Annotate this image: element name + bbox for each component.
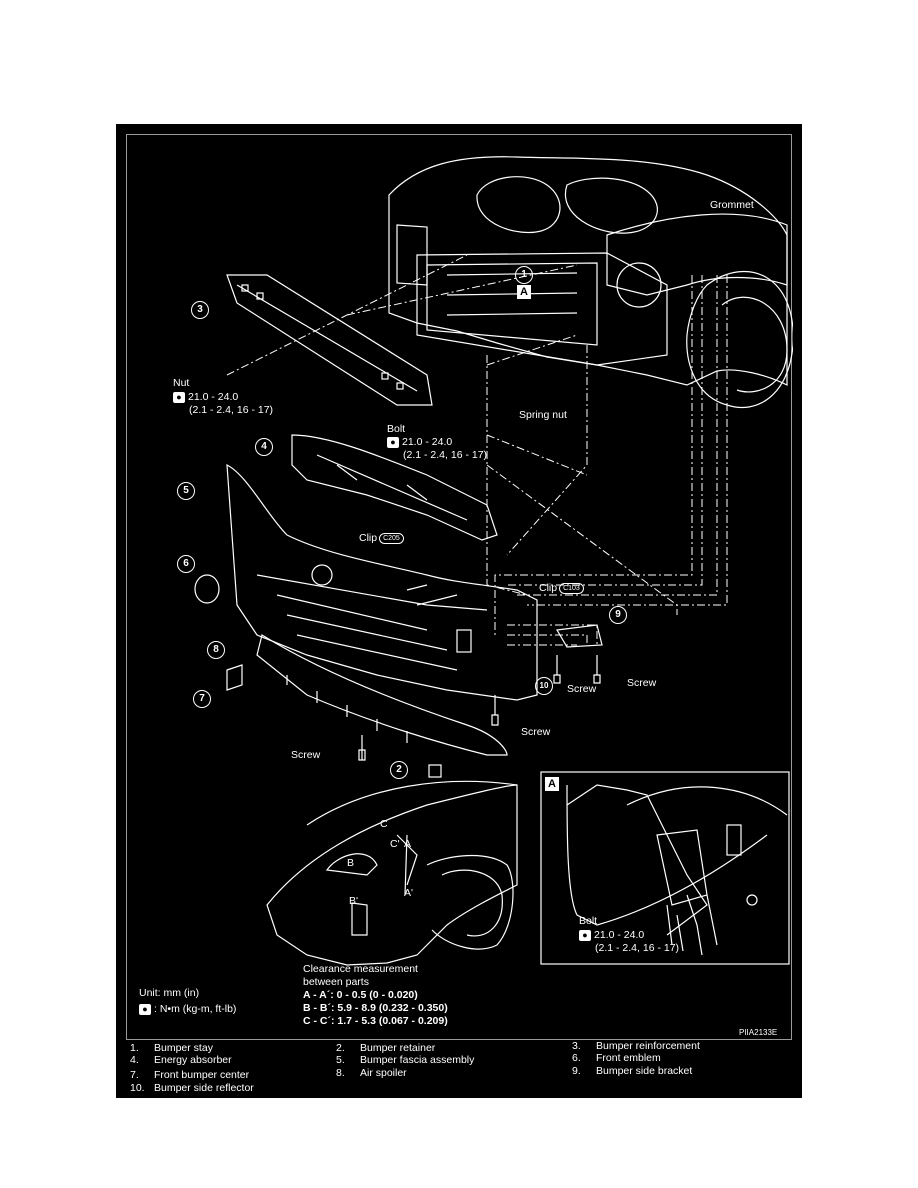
- point-c: C: [380, 818, 388, 830]
- legend-item-9: 9.Bumper side bracket: [572, 1065, 693, 1077]
- callout-8: 8: [207, 641, 225, 659]
- clearance-title-1: Clearance measurement: [303, 963, 418, 975]
- label-screw-2: Screw: [567, 683, 597, 695]
- torque-wrench-icon: ●: [139, 1003, 151, 1015]
- clip-code: C205: [379, 532, 404, 544]
- clearance-row-c: C - C´: 1.7 - 5.3 (0.067 - 0.209): [303, 1015, 448, 1027]
- figure-code: PIIA2133E: [739, 1028, 778, 1037]
- callout-2: 2: [390, 761, 408, 779]
- torque-bolt-alt: (2.1 - 2.4, 16 - 17): [403, 449, 488, 461]
- torque-inset-value: 21.0 - 24.0: [594, 929, 645, 941]
- label-spring-nut: Spring nut: [519, 409, 567, 421]
- point-c-prime: C': [390, 838, 400, 850]
- diagram-frame: 1 A 3 4 5 6 8 7 9 10 2 Grommet Spring nu…: [116, 124, 802, 1098]
- right-fender: [606, 213, 788, 296]
- point-b: B: [347, 857, 355, 869]
- label-screw-3: Screw: [521, 726, 551, 738]
- front-emblem-drawing: [194, 574, 220, 604]
- point-b-prime: B': [349, 895, 359, 907]
- torque-nut: ●21.0 - 24.0 (2.1 - 2.4, 16 - 17): [173, 391, 273, 417]
- callout-5: 5: [177, 482, 195, 500]
- diagram-panel: 1 A 3 4 5 6 8 7 9 10 2 Grommet Spring nu…: [126, 134, 793, 1040]
- callout-6: 6: [177, 555, 195, 573]
- torque-unit-note: ●: N•m (kg-m, ft-lb): [139, 1003, 236, 1016]
- label-bolt: Bolt: [387, 423, 406, 435]
- label-bolt-inset: Bolt: [579, 915, 598, 927]
- torque-inset-alt: (2.1 - 2.4, 16 - 17): [595, 942, 680, 954]
- bumper-side-bracket: [556, 624, 603, 648]
- label-screw-4: Screw: [291, 749, 321, 761]
- callout-4: 4: [255, 438, 273, 456]
- point-a: A: [404, 838, 412, 850]
- callout-9: 9: [609, 606, 627, 624]
- radiator-core-support: [416, 252, 668, 366]
- legend-item-7: 7.Front bumper center: [130, 1069, 250, 1081]
- point-a-prime: A': [404, 887, 414, 899]
- torque-bolt-value: 21.0 - 24.0: [402, 436, 453, 448]
- torque-nut-alt: (2.1 - 2.4, 16 - 17): [189, 404, 274, 416]
- clearance-row-b: B - B´: 5.9 - 8.9 (0.232 - 0.350): [303, 1002, 448, 1014]
- bumper-reinforcement: [226, 274, 433, 406]
- legend-item-4: 4.Energy absorber: [130, 1054, 232, 1066]
- energy-absorber: [291, 434, 498, 541]
- clip-text: Clip: [359, 532, 378, 544]
- torque-wrench-icon: ●: [579, 929, 591, 941]
- callout-7: 7: [193, 690, 211, 708]
- right-wheel: [686, 270, 793, 409]
- air-spoiler: [256, 634, 508, 756]
- torque-wrench-icon: ●: [173, 391, 185, 403]
- clip-code: C103: [559, 582, 584, 594]
- label-grommet: Grommet: [710, 199, 754, 211]
- torque-unit-text: : N•m (kg-m, ft-lb): [154, 1003, 237, 1015]
- clearance-title-2: between parts: [303, 976, 369, 988]
- clearance-block: Clearance measurement between parts A - …: [303, 963, 448, 1028]
- callout-10: 10: [535, 677, 553, 695]
- label-screw-1: Screw: [627, 677, 657, 689]
- torque-nut-value: 21.0 - 24.0: [188, 391, 239, 403]
- legend-item-1: 1.Bumper stay: [130, 1042, 213, 1054]
- legend-item-5: 5.Bumper fascia assembly: [336, 1054, 475, 1066]
- bumper-retainer-drawing: [428, 764, 442, 778]
- front-bumper-center-drawing: [226, 664, 243, 691]
- exploded-view-drawing: [194, 156, 793, 966]
- legend-item-8: 8.Air spoiler: [336, 1067, 407, 1079]
- unit-note: Unit: mm (in): [139, 987, 200, 999]
- legend-item-2: 2.Bumper retainer: [336, 1042, 436, 1054]
- label-nut: Nut: [173, 377, 190, 389]
- torque-bolt: ●21.0 - 24.0 (2.1 - 2.4, 16 - 17): [387, 436, 487, 462]
- inset-view-letter: A: [545, 777, 559, 791]
- inset-view-a: [540, 771, 790, 965]
- torque-wrench-icon: ●: [387, 436, 399, 448]
- clearance-row-a: A - A´: 0 - 0.5 (0 - 0.020): [303, 989, 418, 1001]
- callout-3: 3: [191, 301, 209, 319]
- legend-item-6: 6.Front emblem: [572, 1052, 661, 1064]
- parts-legend: 1.Bumper stay 2.Bumper retainer 3.Bumper…: [130, 1040, 790, 1096]
- callout-1: 1: [515, 266, 533, 284]
- clip-text: Clip: [539, 582, 558, 594]
- torque-inset: ●21.0 - 24.0 (2.1 - 2.4, 16 - 17): [579, 929, 679, 955]
- engine-bay-outline: [388, 156, 788, 386]
- legend-item-10: 10.Bumper side reflector: [130, 1082, 254, 1094]
- car-front-view: [266, 784, 518, 966]
- legend-item-3: 3.Bumper reinforcement: [572, 1040, 700, 1052]
- view-a-marker: A: [517, 285, 531, 299]
